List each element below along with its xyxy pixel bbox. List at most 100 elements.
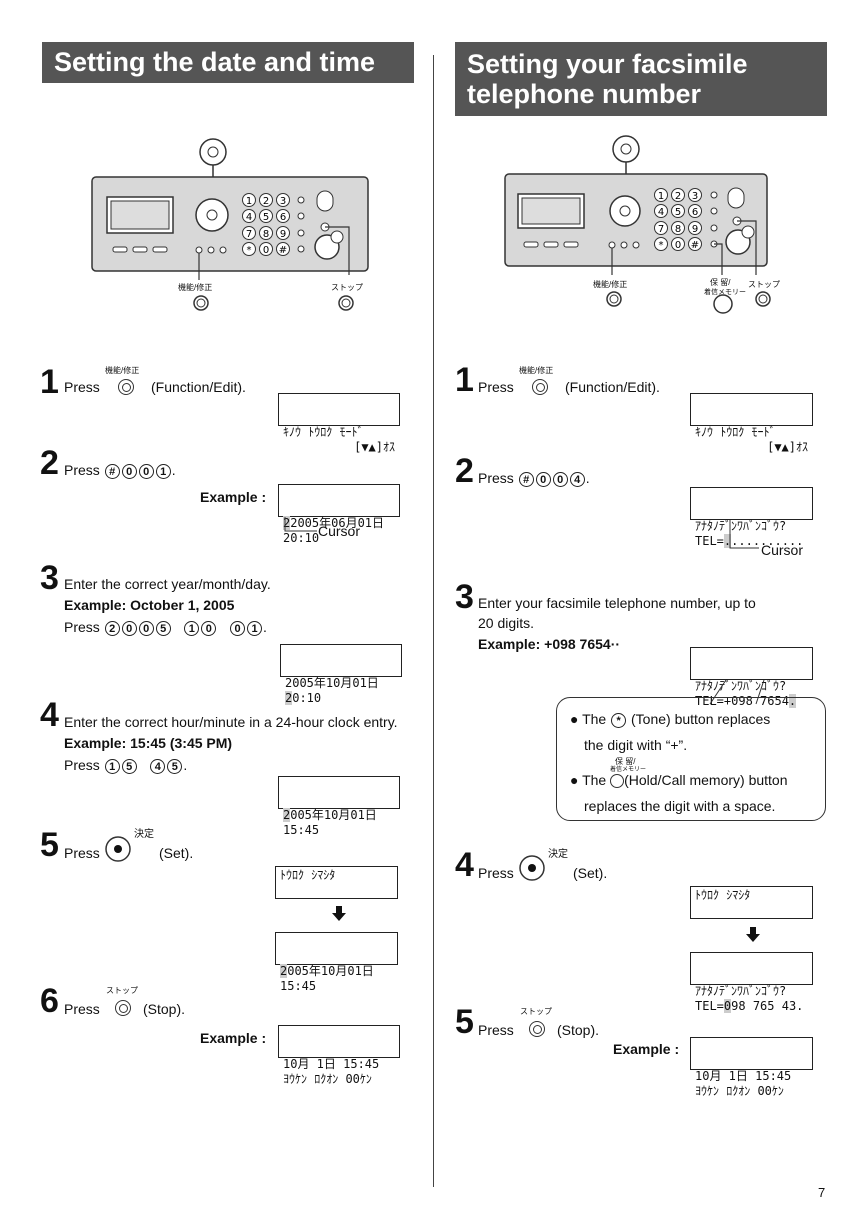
set-caption: 決定 xyxy=(548,849,568,860)
function-edit-label: 機能/修正 xyxy=(178,283,213,292)
key-0: 0 xyxy=(138,463,154,479)
svg-text:4: 4 xyxy=(246,212,252,223)
step-4-number: 4 xyxy=(40,696,59,734)
key-0: 0 xyxy=(535,471,551,487)
hold-button-icon xyxy=(610,774,625,789)
svg-text:9: 9 xyxy=(280,229,286,240)
key-0: 0 xyxy=(121,620,137,636)
svg-text:*: * xyxy=(659,240,664,251)
svg-text:8: 8 xyxy=(675,224,681,235)
svg-text:7: 7 xyxy=(246,229,252,240)
svg-text:0: 0 xyxy=(263,245,269,256)
step-2-number: 2 xyxy=(40,444,59,482)
function-edit-label-right: 機能/修正 xyxy=(593,280,628,289)
note-2-line-2: replaces the digit with a space. xyxy=(584,798,776,814)
note-box xyxy=(556,697,826,821)
svg-text:7: 7 xyxy=(658,224,664,235)
r-step-2-number: 2 xyxy=(455,452,474,490)
step-1-number: 1 xyxy=(40,363,59,401)
svg-text:1: 1 xyxy=(246,196,252,207)
stop-caption: ストップ xyxy=(520,1007,552,1016)
cursor-leader-line xyxy=(729,520,759,549)
key-0: 0 xyxy=(552,471,568,487)
step-6-action: (Stop). xyxy=(143,1001,186,1017)
hold-small-caption-1: 保 留/ xyxy=(615,757,636,766)
key-0: 0 xyxy=(201,620,217,636)
key-1: 1 xyxy=(184,620,200,636)
cursor-leader-line xyxy=(284,517,317,532)
r-step-4-number: 4 xyxy=(455,846,474,884)
svg-text:6: 6 xyxy=(692,207,698,218)
page-number: 7 xyxy=(818,1185,826,1200)
r-step-1-number: 1 xyxy=(455,361,474,399)
step-6-press: Press xyxy=(64,1001,100,1017)
hold-small-caption-2: 着信メモリー xyxy=(610,767,647,773)
key-0: 0 xyxy=(138,620,154,636)
key-2: 2 xyxy=(104,620,120,636)
stop-label: ストップ xyxy=(331,283,363,292)
r-step-5-example-label: Example : xyxy=(613,1041,680,1057)
step-6-number: 6 xyxy=(40,982,59,1020)
step-5-action: (Set). xyxy=(159,845,194,861)
left-section-title: Setting the date and time xyxy=(42,42,414,83)
r-step-3-example: Example: +098 7654·· xyxy=(478,636,621,652)
lcd-display: ｱﾅﾀﾉﾃﾞﾝﾜﾊﾞﾝｺﾞｳ?TEL=+098 7654. xyxy=(690,647,813,708)
r-step-3-text-2: 20 digits. xyxy=(478,615,535,631)
down-arrow-icon xyxy=(746,927,760,942)
cursor-label: Cursor xyxy=(318,523,361,539)
key-hash: # xyxy=(104,463,120,479)
stop-label-right: ストップ xyxy=(748,280,780,289)
r-step-5-number: 5 xyxy=(455,1003,474,1041)
svg-text:1: 1 xyxy=(658,191,664,202)
stop-caption: ストップ xyxy=(106,986,138,995)
key-0: 0 xyxy=(230,620,246,636)
step-3-text: Enter the correct year/month/day. xyxy=(64,576,271,592)
svg-text:4: 4 xyxy=(658,207,664,218)
right-title-line-1: Setting your facsimile xyxy=(467,49,748,79)
lcd-display: ｱﾅﾀﾉﾃﾞﾝﾜﾊﾞﾝｺﾞｳ?TEL=098 765 43. xyxy=(690,952,813,1013)
step-5-number: 5 xyxy=(40,826,59,864)
svg-text:2: 2 xyxy=(263,196,269,207)
step-1-button-caption: 機能/修正 xyxy=(105,366,140,375)
key-1: 1 xyxy=(247,620,263,636)
key-4: 4 xyxy=(569,471,585,487)
function-button-icon xyxy=(118,379,134,395)
step-6-example-label: Example : xyxy=(200,1030,267,1046)
step-1-press: Press xyxy=(64,379,100,395)
svg-text:5: 5 xyxy=(263,212,269,223)
svg-text:8: 8 xyxy=(263,229,269,240)
key-0: 0 xyxy=(121,463,137,479)
lcd-display: ﾄｳﾛｸ ｼﾏｼﾀ xyxy=(275,866,398,899)
cursor-label: Cursor xyxy=(761,542,804,558)
set-button-icon xyxy=(105,836,131,862)
callout-lines xyxy=(709,679,765,705)
step-3-number: 3 xyxy=(40,559,59,597)
step-5-press: Press xyxy=(64,845,100,861)
r-step-1-action: (Function/Edit). xyxy=(565,379,660,395)
svg-text:9: 9 xyxy=(692,224,698,235)
down-arrow-icon xyxy=(332,906,346,921)
step-1-action: (Function/Edit). xyxy=(151,379,246,395)
note-1-line-1: ● The * (Tone) button replaces xyxy=(570,711,771,728)
svg-text:2: 2 xyxy=(675,191,681,202)
note-2-line-1: ● The (Hold/Call memory) button xyxy=(570,772,788,789)
right-title-line-2: telephone number xyxy=(467,79,702,109)
svg-text:6: 6 xyxy=(280,212,286,223)
fax-control-panel-illustration-right: 1 2 3 4 5 6 7 8 9 * 0 # xyxy=(504,135,771,314)
key-5: 5 xyxy=(167,758,183,774)
svg-text:0: 0 xyxy=(675,240,681,251)
stop-button-icon xyxy=(529,1021,545,1037)
key-1: 1 xyxy=(104,758,120,774)
column-divider xyxy=(433,55,434,1187)
hold-label-line1: 保 留/ xyxy=(710,278,731,287)
key-4: 4 xyxy=(150,758,166,774)
svg-text:5: 5 xyxy=(675,207,681,218)
